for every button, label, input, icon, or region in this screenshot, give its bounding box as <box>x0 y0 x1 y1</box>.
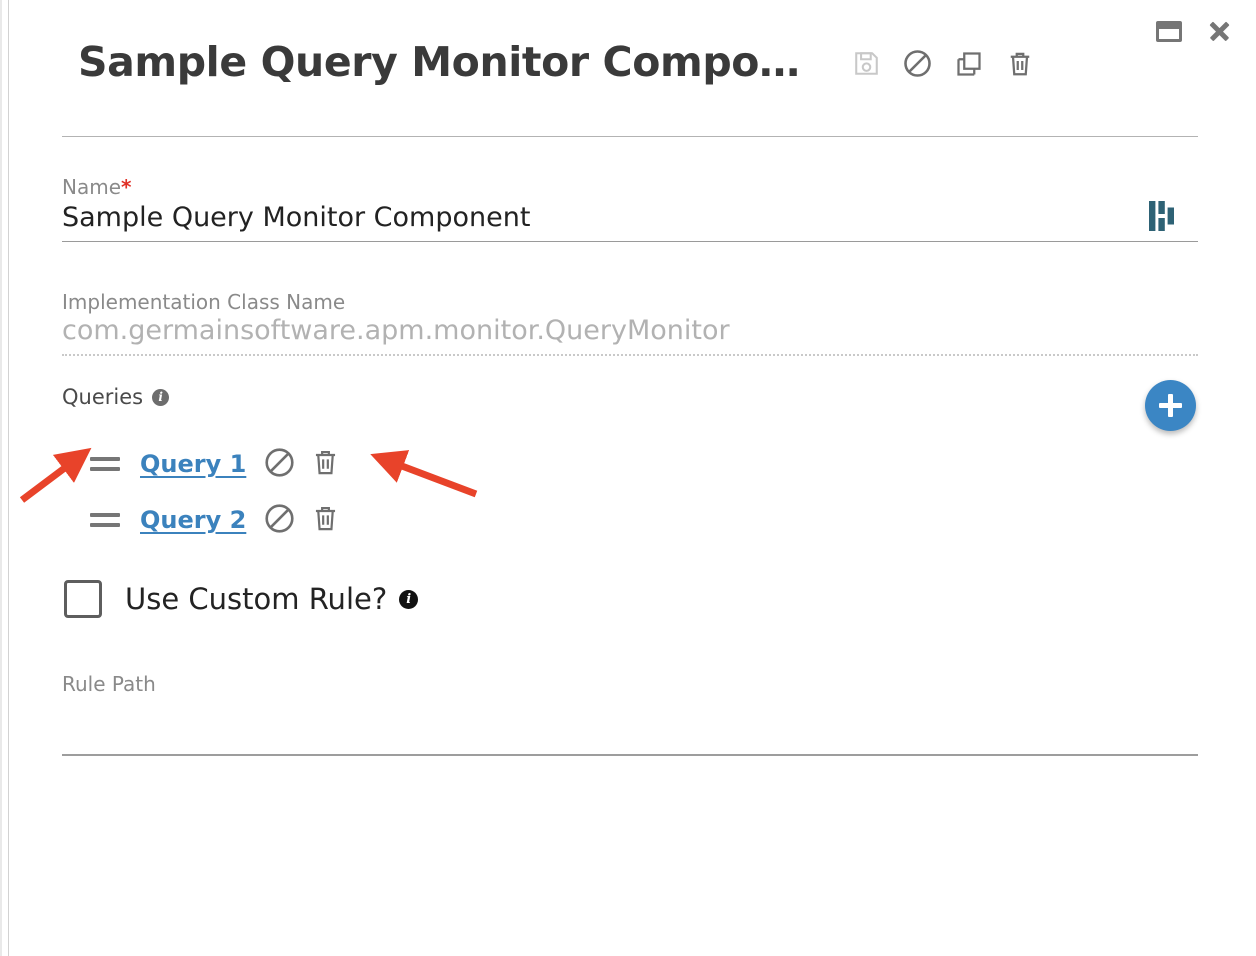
use-custom-rule-row: Use Custom Rule? i <box>64 580 419 618</box>
rule-path-field-group: Rule Path <box>62 672 1198 734</box>
restore-window-button[interactable] <box>1154 16 1184 46</box>
query-disable-button[interactable] <box>263 502 296 539</box>
copy-icon <box>957 51 981 76</box>
name-field-underline <box>62 241 1198 242</box>
bottom-divider <box>62 754 1198 756</box>
germain-logo-glyph <box>1149 201 1174 231</box>
use-custom-rule-checkbox[interactable] <box>64 580 102 618</box>
queries-label: Queries <box>62 385 144 409</box>
panel-edge-outer <box>0 0 2 956</box>
close-button[interactable] <box>1204 16 1234 46</box>
queries-list: Query 1 Query 2 <box>90 436 355 548</box>
query-link[interactable]: Query 2 <box>140 506 247 534</box>
name-field-label: Name* <box>62 175 1198 199</box>
header-actions <box>852 48 1035 83</box>
delete-icon <box>316 506 336 530</box>
delete-icon <box>1010 52 1029 75</box>
name-input[interactable]: Sample Query Monitor Component <box>62 202 531 234</box>
impl-class-field-group: Implementation Class Name com.germainsof… <box>62 290 1198 356</box>
save-icon <box>854 52 878 75</box>
query-link[interactable]: Query 1 <box>140 450 247 478</box>
disable-button[interactable] <box>902 48 933 83</box>
close-icon <box>1206 18 1232 44</box>
window-controls <box>1154 16 1234 46</box>
name-field-group: Name* Sample Query Monitor Component <box>62 175 1198 242</box>
drag-handle-icon[interactable] <box>90 452 122 476</box>
rule-path-label: Rule Path <box>62 672 156 696</box>
query-list-item[interactable]: Query 1 <box>90 436 355 492</box>
impl-class-value: com.germainsoftware.apm.monitor.QueryMon… <box>62 315 730 346</box>
queries-info-icon[interactable]: i <box>152 388 170 406</box>
page-title: Sample Query Monitor Compo… <box>78 38 800 86</box>
disable-icon <box>903 50 931 77</box>
required-marker: * <box>121 175 132 199</box>
use-custom-rule-label: Use Custom Rule? <box>125 582 388 616</box>
query-disable-button[interactable] <box>263 446 296 483</box>
dialog-header: Sample Query Monitor Compo… <box>78 38 1035 86</box>
name-label-text: Name <box>62 175 122 199</box>
header-divider <box>62 136 1198 137</box>
delete-button[interactable] <box>1005 49 1035 83</box>
queries-section-header: Queries i <box>62 385 170 409</box>
impl-class-label: Implementation Class Name <box>62 290 346 314</box>
drag-handle-icon[interactable] <box>90 508 122 532</box>
delete-icon <box>316 450 336 474</box>
query-list-item[interactable]: Query 2 <box>90 492 355 548</box>
impl-class-underline <box>62 353 1198 356</box>
panel-edge <box>8 0 9 956</box>
arrow-to-delete-icon <box>370 450 478 498</box>
copy-button[interactable] <box>954 49 984 83</box>
query-delete-button[interactable] <box>310 503 341 538</box>
restore-window-icon <box>1156 20 1182 42</box>
rule-path-input[interactable] <box>62 696 1198 734</box>
query-delete-button[interactable] <box>310 447 341 482</box>
germain-logo-icon[interactable] <box>1148 199 1174 237</box>
disable-icon <box>265 503 294 533</box>
add-query-button[interactable] <box>1145 380 1196 431</box>
save-button[interactable] <box>852 49 881 82</box>
disable-icon <box>265 447 294 477</box>
use-custom-rule-info-icon[interactable]: i <box>399 589 419 609</box>
